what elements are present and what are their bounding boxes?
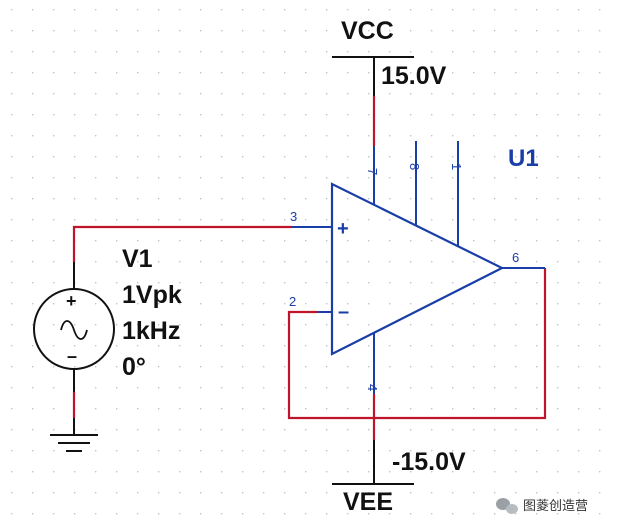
v1-minus-symbol: – bbox=[67, 346, 77, 366]
watermark: 图菱创造营 bbox=[496, 498, 588, 514]
pin-label-2: 2 bbox=[289, 294, 296, 309]
vee-label: VEE bbox=[343, 488, 393, 516]
v1-amplitude: 1Vpk bbox=[122, 281, 182, 309]
pin-label-3: 3 bbox=[290, 209, 297, 224]
vcc-value: 15.0V bbox=[381, 62, 447, 90]
vee-supply[interactable]: -15.0V VEE bbox=[332, 440, 466, 516]
opamp-minus-symbol: – bbox=[338, 301, 349, 323]
vcc-supply[interactable]: VCC 15.0V bbox=[332, 17, 447, 96]
v1-phase: 0° bbox=[122, 353, 146, 381]
v1-frequency: 1kHz bbox=[122, 317, 180, 345]
v1-name: V1 bbox=[122, 245, 153, 273]
sine-wave-icon bbox=[60, 320, 88, 340]
chat-bubble-icon bbox=[496, 498, 518, 514]
watermark-text: 图菱创造营 bbox=[523, 499, 588, 514]
pin-label-6: 6 bbox=[512, 250, 519, 265]
opamp-u1[interactable] bbox=[292, 141, 545, 394]
v1-plus-symbol: + bbox=[66, 291, 77, 311]
pin-label-7: 7 bbox=[365, 168, 380, 175]
pin-label-8: 8 bbox=[407, 163, 422, 170]
ac-source-v1[interactable] bbox=[33, 262, 115, 392]
wire-feedback[interactable] bbox=[287, 268, 547, 420]
ground-icon bbox=[50, 418, 98, 452]
opamp-ref-label: U1 bbox=[508, 145, 539, 172]
vcc-label: VCC bbox=[341, 17, 394, 45]
opamp-plus-symbol: + bbox=[337, 218, 349, 240]
wires bbox=[72, 96, 547, 440]
vee-value: -15.0V bbox=[392, 448, 466, 476]
pin-label-1: 1 bbox=[449, 163, 464, 170]
grid-dots bbox=[11, 9, 601, 515]
wire-v1-to-noninverting[interactable] bbox=[72, 225, 292, 262]
pin-label-4: 4 bbox=[365, 384, 380, 391]
